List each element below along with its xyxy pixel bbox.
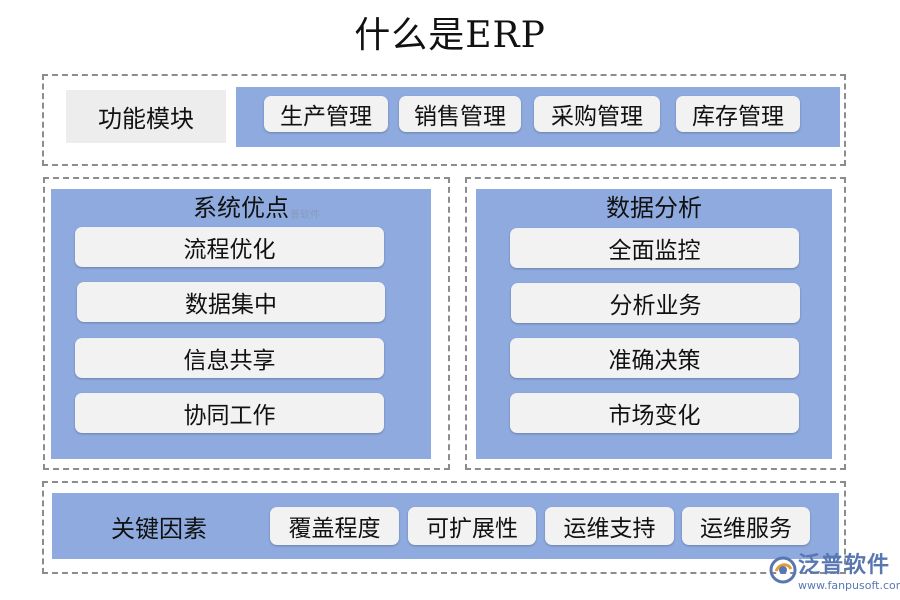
watermark-small: 普软件 <box>290 210 320 221</box>
module-item[interactable]: 库存管理 <box>676 96 800 132</box>
analysis-item[interactable]: 市场变化 <box>510 393 799 433</box>
advantage-item[interactable]: 信息共享 <box>75 338 384 378</box>
factors-label: 关键因素 <box>111 514 207 543</box>
analysis-item[interactable]: 准确决策 <box>510 338 799 378</box>
advantages-label: 系统优点 <box>193 194 289 222</box>
advantage-item[interactable]: 流程优化 <box>75 227 384 267</box>
advantage-item[interactable]: 协同工作 <box>75 393 384 433</box>
module-item[interactable]: 生产管理 <box>264 96 388 132</box>
modules-label: 功能模块 <box>66 90 226 143</box>
analysis-item[interactable]: 全面监控 <box>510 228 799 268</box>
factor-item[interactable]: 可扩展性 <box>408 507 536 545</box>
advantage-item[interactable]: 数据集中 <box>77 282 385 322</box>
factor-item[interactable]: 运维服务 <box>682 507 810 545</box>
brand-logo-text: 泛普软件 <box>798 553 891 578</box>
brand-logo-icon <box>769 556 797 584</box>
factor-item[interactable]: 覆盖程度 <box>270 507 399 545</box>
page-title: 什么是ERP <box>354 15 546 56</box>
analysis-item[interactable]: 分析业务 <box>511 283 800 323</box>
brand-logo-url: www.fanpusoft.com <box>798 579 900 592</box>
analysis-label: 数据分析 <box>606 194 702 222</box>
module-item[interactable]: 采购管理 <box>534 96 660 132</box>
factor-item[interactable]: 运维支持 <box>545 507 674 545</box>
brand-logo: 泛普软件 www.fanpusoft.com <box>768 553 900 597</box>
module-item[interactable]: 销售管理 <box>399 96 521 132</box>
